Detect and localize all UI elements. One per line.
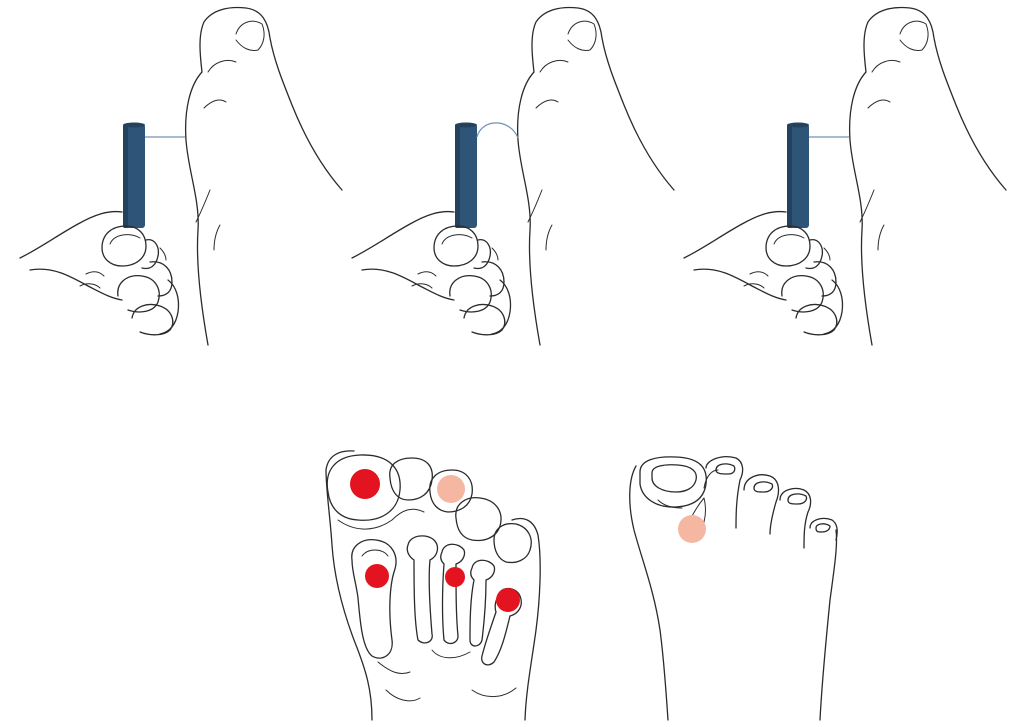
test-panel-step-1 (20, 8, 342, 345)
test-panel-step-2 (352, 8, 674, 345)
site-second-toe (437, 475, 465, 503)
test-panel-step-3 (684, 8, 1006, 345)
foot-side-view (518, 8, 674, 345)
monofilament-handle (787, 123, 809, 229)
foot-side-view (850, 8, 1006, 345)
site-first-metatarsal (365, 564, 389, 588)
monofilament-buckled (477, 123, 518, 138)
monofilament-handle (455, 123, 477, 229)
dorsal-foot (630, 457, 837, 720)
site-third-metatarsal (445, 567, 465, 587)
examiner-hand (684, 212, 843, 335)
site-first-web-space (678, 515, 706, 543)
site-hallux (350, 469, 380, 499)
examiner-hand (352, 212, 511, 335)
foot-side-view (186, 8, 342, 345)
site-fifth-metatarsal (496, 588, 520, 612)
monofilament-handle (123, 123, 145, 229)
examiner-hand (20, 212, 179, 335)
